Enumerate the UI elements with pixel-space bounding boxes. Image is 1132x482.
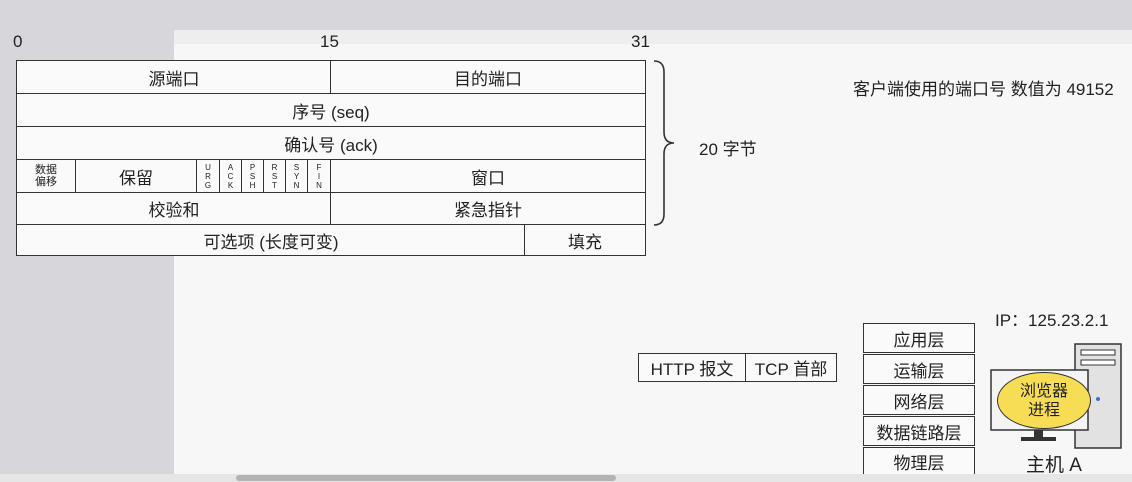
flag-ack: ACK xyxy=(219,159,242,193)
flag-syn: SYN xyxy=(285,159,308,193)
layer-data-link: 数据链路层 xyxy=(863,416,975,446)
brace-20-bytes xyxy=(653,60,675,226)
layer-network: 网络层 xyxy=(863,385,975,415)
checksum-cell: 校验和 xyxy=(16,192,332,225)
options-cell: 可选项 (长度可变) xyxy=(16,224,526,256)
flag-rst: RST xyxy=(263,159,286,193)
http-message-box: HTTP 报文 xyxy=(638,353,746,382)
brace-label: 20 字节 xyxy=(699,140,757,159)
urgent-pointer-cell: 紧急指针 xyxy=(330,192,646,225)
flag-fin: FIN xyxy=(307,159,331,193)
layer-transport: 运输层 xyxy=(863,354,975,384)
bit-label-0: 0 xyxy=(13,32,23,51)
tcp-header-box: TCP 首部 xyxy=(745,353,837,382)
client-port-note: 客户端使用的端口号 数值为 49152 xyxy=(853,80,1114,99)
data-offset-cell: 数据偏移 xyxy=(16,159,76,193)
tcp-header-table: 源端口 目的端口 序号 (seq) 确认号 (ack) 数据偏移 保留 URG … xyxy=(16,60,646,256)
padding-cell: 填充 xyxy=(524,224,646,256)
canvas-top-edge xyxy=(174,30,1132,44)
window-cell: 窗口 xyxy=(330,159,646,193)
src-port-cell: 源端口 xyxy=(16,60,332,94)
process-label-line1: 浏览器 xyxy=(1019,382,1068,400)
flag-psh: PSH xyxy=(241,159,264,193)
reserved-cell: 保留 xyxy=(75,159,197,193)
data-offset-line1: 数据 xyxy=(35,164,57,176)
horizontal-scrollbar-thumb[interactable] xyxy=(236,475,616,481)
browser-process-ellipse: 浏览器 进程 xyxy=(997,372,1091,429)
layer-physical: 物理层 xyxy=(863,447,975,475)
seq-cell: 序号 (seq) xyxy=(16,93,646,127)
flag-urg: URG xyxy=(196,159,220,193)
host-ip: IP：125.23.2.1 xyxy=(995,311,1109,330)
bit-label-15: 15 xyxy=(320,32,339,51)
dst-port-cell: 目的端口 xyxy=(330,60,646,94)
layer-application: 应用层 xyxy=(863,323,975,353)
data-offset-line2: 偏移 xyxy=(35,176,57,188)
bit-label-31: 31 xyxy=(631,32,650,51)
process-label-line2: 进程 xyxy=(1027,401,1060,419)
ack-cell: 确认号 (ack) xyxy=(16,126,646,160)
host-name: 主机 A xyxy=(1026,455,1082,476)
